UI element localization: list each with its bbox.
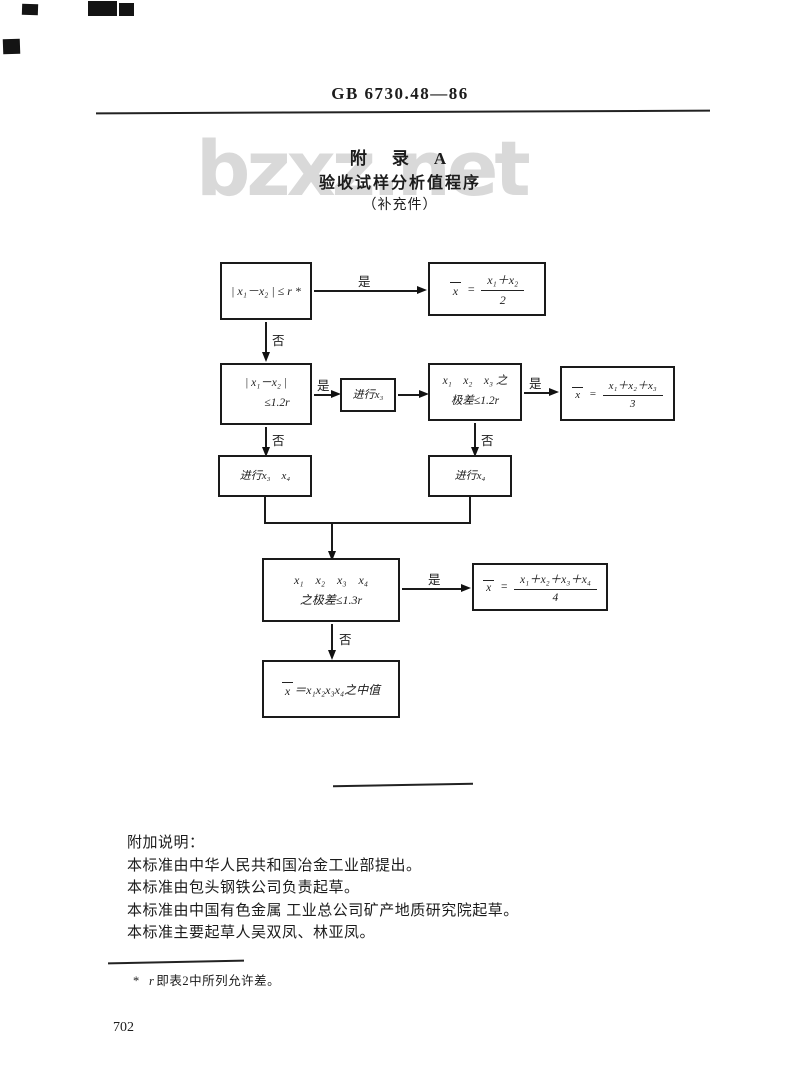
scan-artifact xyxy=(2,38,21,55)
equals-sign: = xyxy=(589,387,597,400)
section-separator-rule xyxy=(332,782,474,788)
flow-box-text: | x₁－x₂ | ≤ r * xyxy=(231,283,301,298)
arrowhead-down-icon xyxy=(471,447,479,457)
footnote-marker: * xyxy=(133,974,140,988)
connector-line xyxy=(474,423,476,453)
fraction: x₁＋x₂＋x₃＋x₄ 4 xyxy=(513,571,597,604)
appendix-subtitle: 验收试样分析值程序 xyxy=(318,175,481,192)
connector-line xyxy=(264,497,266,523)
flow-box-text: | x₁－x₂ | ≤1.2r xyxy=(222,365,310,423)
connector-line xyxy=(265,322,267,358)
arrowhead-right-icon xyxy=(549,388,559,396)
fraction-denominator: 3 xyxy=(629,398,636,410)
arrowhead-right-icon xyxy=(331,390,341,398)
x-bar-symbol: x xyxy=(572,386,584,401)
no-label: 否 xyxy=(272,433,285,448)
flow-box-text: 进行x₃ x₄ xyxy=(239,469,291,482)
flow-box-do-x3: 进行x₃ xyxy=(340,378,396,412)
flow-box-do-x3-x4: 进行x₃ x₄ xyxy=(218,455,312,497)
flow-box-check-x1x2-1.2r: | x₁－x₂ | ≤1.2r xyxy=(220,363,312,425)
x-bar-symbol: x xyxy=(483,579,495,595)
additional-notes: 附加说明： 本标准由中华人民共和国冶金工业部提出。 本标准由包头钢铁公司负责起草… xyxy=(127,832,519,945)
yes-label: 是 xyxy=(358,274,371,289)
median-expression: ＝x₁x₂x₃x₄之中值 xyxy=(294,682,381,697)
flow-box-do-x4: 进行x₄ xyxy=(428,455,512,497)
flow-box-check-range-1.3r: x₁ x₂ x₃ x₄ 之极差≤1.3r xyxy=(262,558,400,622)
connector-line xyxy=(265,427,267,453)
watermark: bzxz.net xyxy=(196,124,531,213)
connector-line xyxy=(402,588,466,590)
page-number: 702 xyxy=(113,1020,134,1035)
flow-box-mean-of-3: x = x₁＋x₂＋x₃ 3 xyxy=(560,366,675,421)
footnote-text: 即表2中所列允许差。 xyxy=(156,974,281,988)
x-bar-symbol: x xyxy=(449,281,462,297)
fraction-denominator: 2 xyxy=(499,292,506,307)
equals-sign: = xyxy=(500,581,508,593)
connector-line xyxy=(469,497,471,523)
note-line: 本标准主要起草人吴双凤、林亚凤。 xyxy=(127,925,376,941)
connector-line xyxy=(398,394,422,396)
fraction: x₁＋x₂＋x₃ 3 xyxy=(602,377,663,410)
line-2: 极差≤1.2r xyxy=(450,395,500,407)
note-line: 本标准由中国有色金属 工业总公司矿产地质研究院起草。 xyxy=(127,902,519,919)
line-1: | x₁－x₂ | xyxy=(245,377,287,390)
fraction: x₁＋x₂ 2 xyxy=(481,271,525,308)
fraction-numerator: x₁＋x₂＋x₃ xyxy=(602,377,663,396)
formula-mean-3: x = x₁＋x₂＋x₃ 3 xyxy=(562,368,673,419)
connector-line xyxy=(331,624,333,656)
line-1: x₁ x₂ x₃ 之 xyxy=(442,375,508,388)
standard-code: GB 6730.48—86 xyxy=(331,84,469,103)
scan-artifact xyxy=(88,1,117,16)
arrowhead-down-icon xyxy=(262,447,270,457)
flow-box-mean-of-4: x = x₁＋x₂＋x₃＋x₄ 4 xyxy=(472,563,608,611)
connector-line xyxy=(264,522,471,524)
appendix-supplement-note: （补充件） xyxy=(362,198,438,213)
flow-box-text: 进行x₃ xyxy=(352,388,384,401)
flow-box-text: 进行x₄ xyxy=(454,469,486,482)
no-label: 否 xyxy=(339,632,352,647)
fraction-denominator: 4 xyxy=(552,591,559,604)
note-line: 本标准由中华人民共和国冶金工业部提出。 xyxy=(127,857,422,874)
line-1: x₁ x₂ x₃ x₄ xyxy=(294,572,368,587)
no-label: 否 xyxy=(272,333,285,348)
flow-box-text: x₁ x₂ x₃ x₄ 之极差≤1.3r xyxy=(264,560,398,620)
header-rule xyxy=(95,109,711,115)
arrowhead-down-icon xyxy=(328,650,336,660)
scan-artifact xyxy=(119,3,134,16)
equals-sign: = xyxy=(467,281,476,296)
notes-heading: 附加说明： xyxy=(127,835,205,851)
footnote-r-symbol: r xyxy=(149,974,155,988)
connector-line xyxy=(524,392,554,394)
scan-artifact xyxy=(21,3,39,16)
flow-box-check-x1x2-r: | x₁－x₂ | ≤ r * xyxy=(220,262,312,320)
formula-median: x ＝x₁x₂x₃x₄之中值 xyxy=(264,662,398,716)
arrowhead-down-icon xyxy=(262,352,270,362)
flow-box-text: x₁ x₂ x₃ 之 极差≤1.2r xyxy=(430,365,520,419)
yes-label: 是 xyxy=(317,378,330,393)
arrowhead-down-icon xyxy=(328,551,336,561)
footnote-rule xyxy=(107,959,245,964)
flow-box-check-range-1.2r: x₁ x₂ x₃ 之 极差≤1.2r xyxy=(428,363,522,421)
arrowhead-right-icon xyxy=(461,584,471,592)
no-label: 否 xyxy=(481,433,494,448)
arrowhead-right-icon xyxy=(417,286,427,294)
line-2: ≤1.2r xyxy=(264,397,290,409)
connector-line xyxy=(314,290,422,292)
connector-line xyxy=(314,394,334,396)
fraction-numerator: x₁＋x₂ xyxy=(481,271,525,291)
connector-line xyxy=(331,522,333,558)
note-line: 本标准由包头钢铁公司负责起草。 xyxy=(127,880,360,896)
fraction-numerator: x₁＋x₂＋x₃＋x₄ xyxy=(513,571,597,590)
x-bar-symbol: x xyxy=(281,681,294,697)
line-2: 之极差≤1.3r xyxy=(299,593,363,607)
formula-mean-2: x = x₁＋x₂ 2 xyxy=(430,264,544,314)
flow-box-median: x ＝x₁x₂x₃x₄之中值 xyxy=(262,660,400,718)
formula-mean-4: x = x₁＋x₂＋x₃＋x₄ 4 xyxy=(474,565,606,609)
yes-label: 是 xyxy=(529,376,542,391)
arrowhead-right-icon xyxy=(419,390,429,398)
yes-label: 是 xyxy=(428,572,441,587)
flow-box-mean-of-2: x = x₁＋x₂ 2 xyxy=(428,262,546,316)
appendix-title: 附 录 A xyxy=(349,149,451,168)
